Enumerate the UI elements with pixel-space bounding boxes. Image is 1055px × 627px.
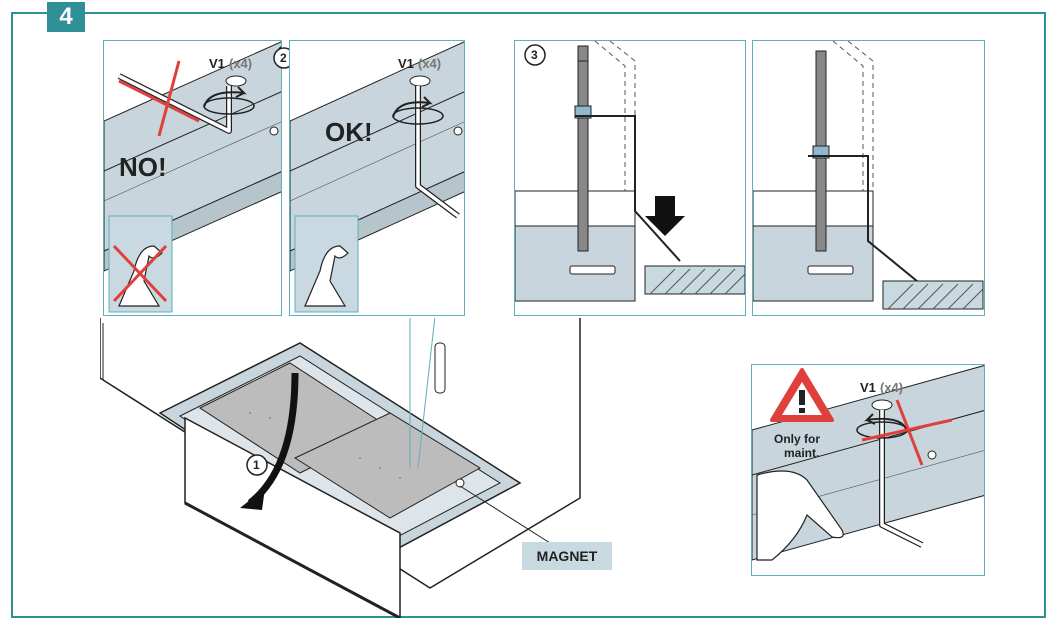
bracket [808,155,924,287]
push-down-arrow-icon [645,196,685,236]
rotation-arrow-icon [203,86,247,108]
warning-line2: maint. [784,446,819,460]
screw-head [409,75,431,87]
screw-count: (x4) [229,56,252,71]
screw-count: (x4) [418,56,441,71]
magnet-callout: MAGNET [522,542,612,570]
screw-count: (x4) [880,380,903,395]
svg-text:2: 2 [280,51,287,65]
screw-head [871,399,893,411]
hood-main-view: 1 [100,318,581,618]
panel-install-locked [752,40,985,316]
bracket [575,115,681,262]
cross-icon [118,79,200,123]
screw-label: V1 [398,56,414,71]
verdict-no: NO! [119,152,167,182]
warning-line1: Only for [774,432,820,446]
step-1-marker: 1 [253,458,260,472]
rotation-arrow-icon [864,413,908,432]
grease-filter-right [293,412,481,519]
step-3-marker: 3 [531,48,538,62]
screw-label: V1 [209,56,225,71]
step-number-badge: 4 [47,2,85,32]
magnet-point [455,478,465,488]
rotation-arrow-icon [392,96,433,118]
hand-icon [756,470,844,561]
panel-correct-tightening: V1 (x4) OK! [289,40,465,316]
panel-maintenance: Only for maint. V1 (x4) [751,364,985,576]
screw-label: V1 [860,380,876,395]
threaded-rod [577,45,589,252]
screw-head [225,75,247,87]
instruction-frame [11,12,1046,618]
verdict-ok: OK! [325,117,373,147]
panel-wrong-tightening: V1 (x4) NO! [103,40,282,316]
front-panel [184,416,401,618]
panel-install-push: 3 [514,40,746,316]
